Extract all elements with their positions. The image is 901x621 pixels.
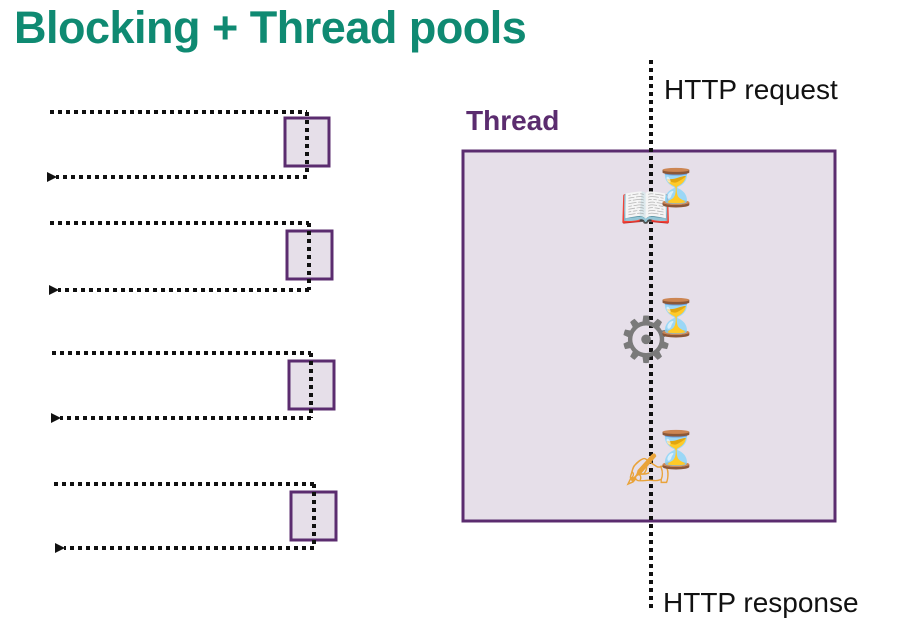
thread-label: Thread [466,105,559,136]
slide-title: Blocking + Thread pools [14,2,527,53]
gear-icon: ⚙ [617,304,674,376]
pool-thread-4 [54,482,338,553]
book-icon: 📖 [620,184,672,231]
pool-thread-2 [49,221,334,295]
writing-hand-icon: ✍ [625,442,670,502]
hourglass-icon: ⏳ [654,429,699,470]
pool-thread-3 [51,351,336,423]
http-request-label: HTTP request [664,74,838,105]
hourglass-icon: ⏳ [654,167,699,208]
http-response-label: HTTP response [663,587,859,618]
hourglass-icon: ⏳ [654,297,699,338]
thread-pool [47,110,338,553]
pool-thread-1 [47,110,331,182]
pool-thread-box [283,116,331,168]
